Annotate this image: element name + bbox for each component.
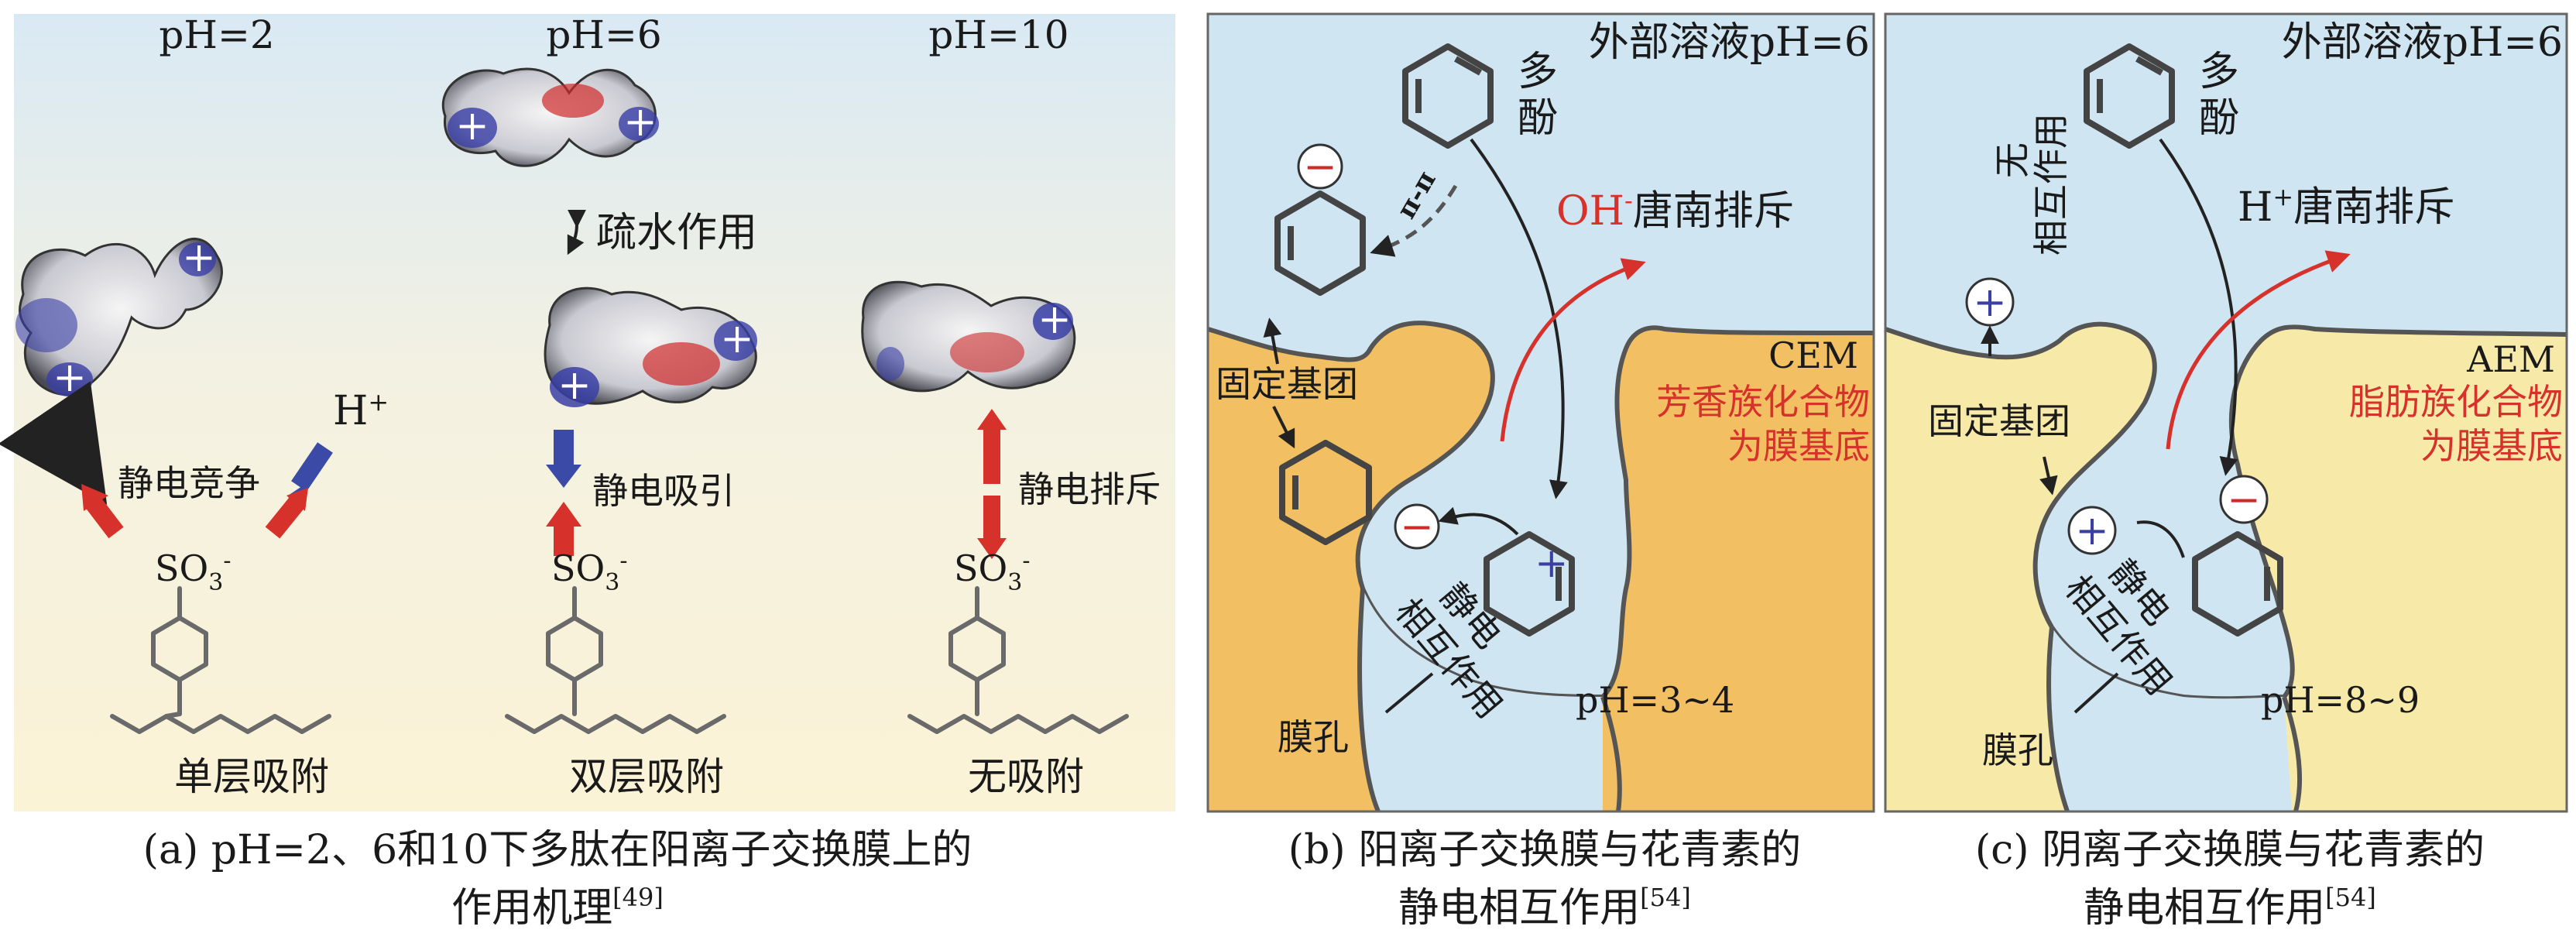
svg-text:+: + — [557, 362, 592, 409]
fixed-group-label-b: 固定基团 — [1216, 363, 1358, 405]
hydrophobic-arrow — [567, 209, 587, 256]
svg-text:+: + — [1535, 540, 1569, 587]
pore-label-c: 膜孔 — [1982, 729, 2053, 771]
panel-c-pore — [2049, 627, 2292, 811]
peptide-molecule-middle: + + — [544, 286, 757, 409]
sulfonate-structure-1: SO3- — [110, 547, 331, 734]
label-monolayer: 单层吸附 — [174, 754, 329, 799]
svg-text:+: + — [1973, 280, 2007, 326]
svg-text:SO3-: SO3- — [551, 547, 627, 596]
label-bilayer: 双层吸附 — [569, 754, 724, 799]
outer-solution-label-b: 外部溶液pH=6 — [1589, 19, 1870, 66]
aem-label: AEM — [2466, 338, 2555, 380]
substrate-label-b-2: 为膜基底 — [1727, 425, 1870, 467]
svg-text:+: + — [182, 235, 216, 281]
label-electrostatic-competition: 静电竞争 — [118, 462, 260, 504]
caption-c-line1: (c) 阴离子交换膜与花青素的 — [1975, 827, 2485, 873]
polyphenol-ring-c — [2084, 43, 2175, 149]
peptide-molecule-top: + + — [442, 67, 659, 167]
svg-text:SO3-: SO3- — [954, 547, 1030, 596]
substrate-label-c-1: 脂肪族化合物 — [2349, 381, 2563, 423]
electrostatic-repulsion-arrows — [977, 409, 1007, 559]
label-no-adsorption: 无吸附 — [968, 754, 1084, 799]
panel-c: 外部溶液pH=6 多 酚 无 相互作用 + 固定基团 + − — [1885, 14, 2567, 931]
donnan-arrow-b — [1500, 258, 1646, 442]
svg-text:+: + — [1038, 297, 1072, 343]
svg-text:−: − — [1303, 144, 1337, 190]
label-electrostatic-attraction: 静电吸引 — [592, 470, 735, 512]
h-plus-label: H+ — [333, 387, 389, 434]
anion-ring-c: − — [2192, 475, 2283, 636]
pore-label-b: 膜孔 — [1278, 716, 1349, 758]
ph-label-6: pH=6 — [546, 12, 661, 57]
svg-text:+: + — [2075, 508, 2109, 554]
polyphenol-path-arrow-c — [2159, 138, 2238, 476]
anion-ring-upper-b: − — [1274, 143, 1366, 296]
caption-c-line2: 静电相互作用[54] — [2084, 883, 2376, 931]
panel-b: 外部溶液pH=6 多 酚 − π-π OH-唐南排斥 CEM 芳香族化合物 为膜… — [1207, 14, 1875, 931]
svg-text:+: + — [720, 316, 754, 362]
hydrophobic-label: 疏水作用 — [596, 210, 757, 256]
donnan-label-b: OH-唐南排斥 — [1556, 186, 1794, 235]
outer-solution-label-c: 外部溶液pH=6 — [2282, 19, 2563, 66]
svg-text:+: + — [623, 99, 657, 146]
svg-text:−: − — [1400, 504, 1434, 551]
substrate-label-c-2: 为膜基底 — [2420, 425, 2563, 467]
polyphenol-label-b-1: 多 — [1518, 49, 1558, 95]
polyphenol-label-c-2: 酚 — [2199, 95, 2239, 142]
svg-text:+: + — [53, 355, 87, 401]
ph-label-2: pH=2 — [159, 12, 274, 57]
sulfonate-structure-2: SO3- — [505, 547, 726, 734]
fixed-cation-pore-c: + — [2067, 506, 2117, 555]
fixed-benzene-b: − — [1279, 440, 1440, 551]
polyphenol-label-b-2: 酚 — [1518, 95, 1558, 142]
panel-b-pore — [1360, 588, 1603, 811]
no-interaction-label-2: 相互作用 — [2030, 113, 2072, 256]
electrostatic-competition-arrows — [0, 381, 333, 539]
cem-label: CEM — [1768, 334, 1858, 376]
pore-ph-label-b: pH=3~4 — [1576, 679, 1734, 721]
no-interaction-label-1: 无 — [1991, 142, 2033, 178]
cation-ring-b: + — [1484, 531, 1575, 636]
substrate-label-b-1: 芳香族化合物 — [1656, 381, 1870, 423]
donnan-label-c: H+唐南排斥 — [2238, 182, 2454, 231]
electrostatic-attraction-arrows — [546, 430, 581, 556]
polyphenol-path-arrow-b — [1470, 138, 1568, 499]
fixed-group-label-c: 固定基团 — [1928, 400, 2070, 442]
donnan-arrow-c — [2166, 250, 2351, 450]
caption-a-line2: 作用机理[49] — [451, 883, 664, 931]
peptide-molecule-right: + — [861, 280, 1076, 393]
svg-text:−: − — [2227, 477, 2261, 523]
caption-b-line2: 静电相互作用[54] — [1398, 883, 1691, 931]
svg-text:SO3-: SO3- — [155, 547, 231, 596]
pore-ph-label-c: pH=8~9 — [2261, 679, 2420, 721]
label-electrostatic-repulsion: 静电排斥 — [1018, 468, 1161, 510]
caption-a-line1: (a) pH=2、6和10下多肽在阳离子交换膜上的 — [143, 827, 972, 873]
sulfonate-structure-3: SO3- — [907, 547, 1129, 734]
panel-a: pH=2 pH=6 pH=10 + + 疏水作用 + + + — [0, 12, 1175, 931]
caption-b-line1: (b) 阳离子交换膜与花青素的 — [1288, 827, 1801, 873]
polyphenol-ring-b — [1402, 43, 1494, 149]
fixed-cation-top-c: + — [1965, 277, 2015, 327]
polyphenol-label-c-1: 多 — [2199, 49, 2239, 95]
svg-text:+: + — [455, 103, 489, 149]
ph-label-10: pH=10 — [928, 12, 1068, 57]
